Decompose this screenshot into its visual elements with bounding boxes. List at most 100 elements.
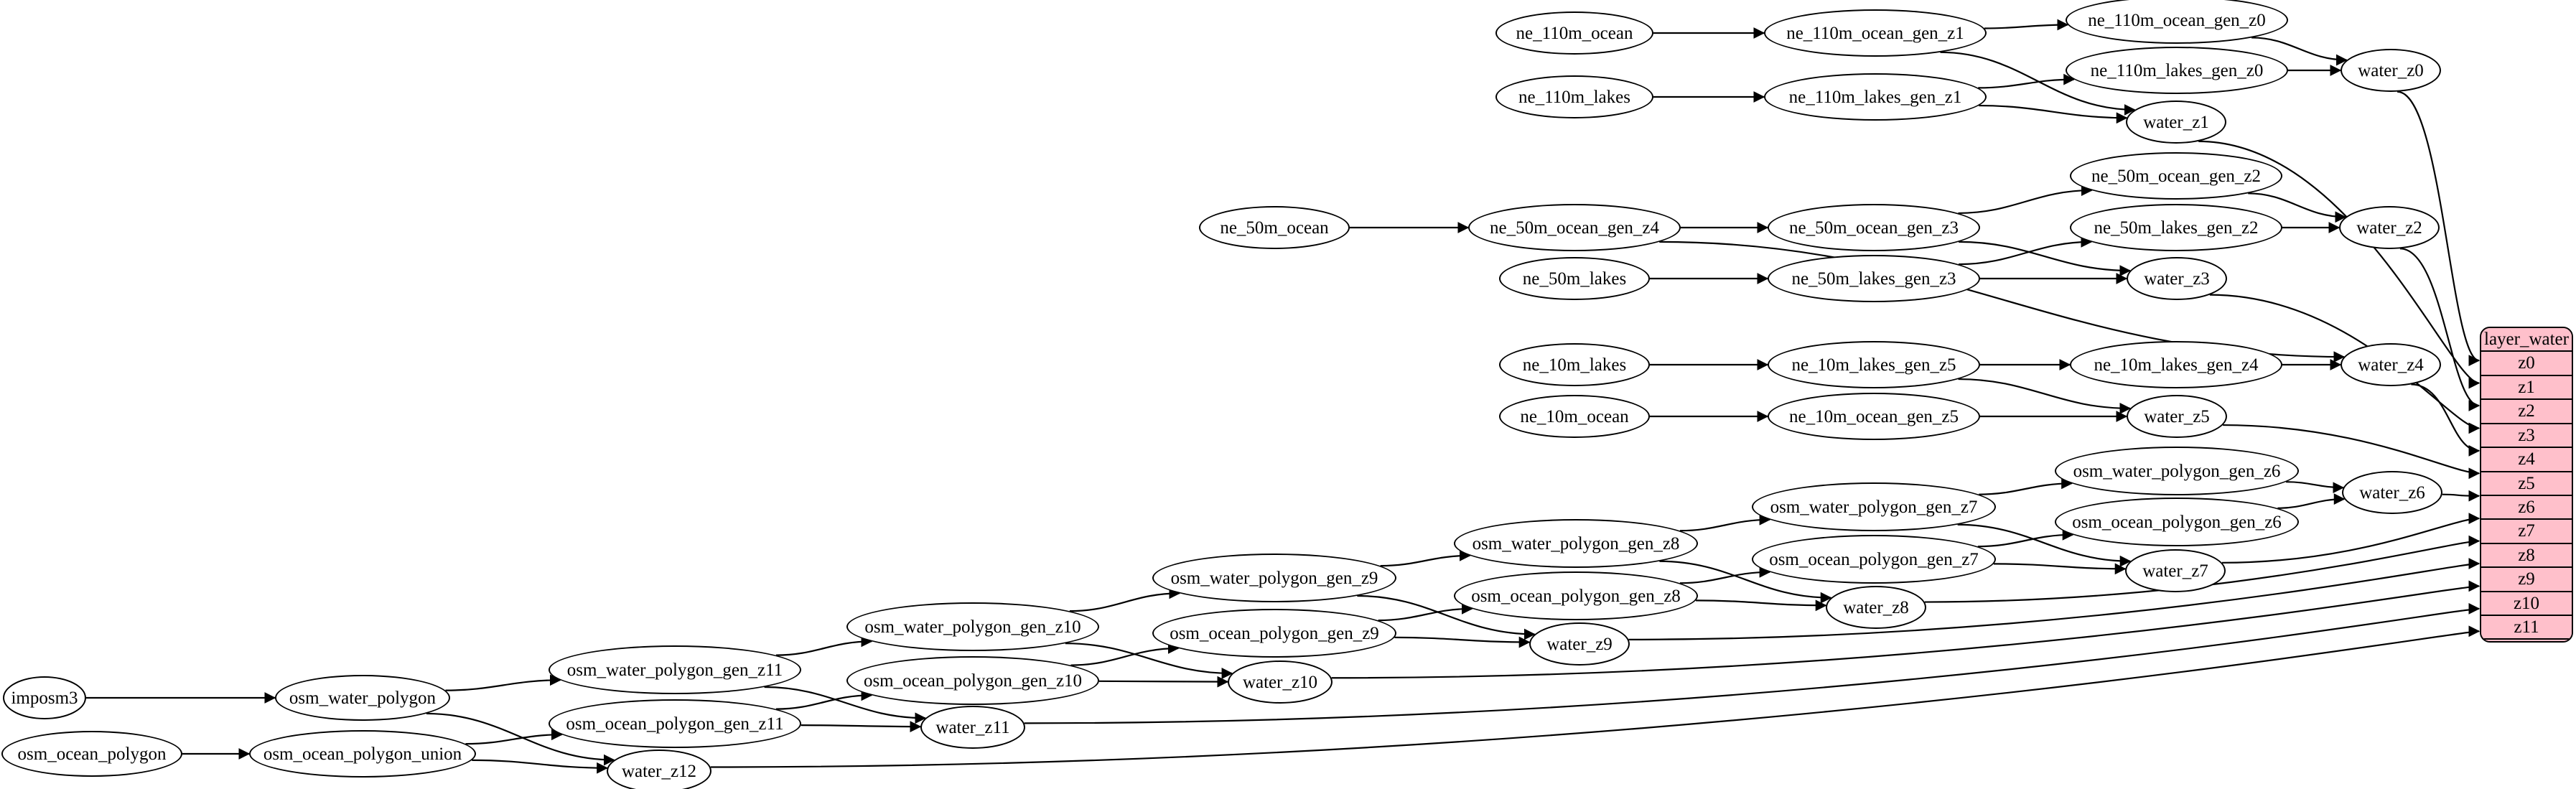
node-label: ne_50m_lakes_gen_z2 [2094,218,2259,238]
node-label: water_z2 [2356,218,2422,238]
edge-osm_ocean_polygon_gen_z10-to-osm_ocean_polygon_gen_z9 [1070,643,1180,666]
edge-osm_ocean_polygon_gen_z8-to-water_z8 [1695,599,1827,612]
node-water_z1[interactable]: water_z1 [2126,101,2226,144]
node-ne_50m_ocean[interactable]: ne_50m_ocean [1199,206,1350,249]
node-label: ne_10m_lakes [1522,355,1627,375]
edge-osm_water_polygon_gen_z11-to-osm_water_polygon_gen_z10 [775,635,873,656]
node-water_z0[interactable]: water_z0 [2341,49,2441,92]
node-ne_10m_ocean[interactable]: ne_10m_ocean [1499,395,1650,438]
node-water_z10[interactable]: water_z10 [1228,660,1333,704]
edge-osm_ocean_polygon_gen_z9-to-water_z9 [1394,636,1531,648]
node-osm_ocean_polygon_gen_z7[interactable]: osm_ocean_polygon_gen_z7 [1752,535,1996,584]
node-label: ne_110m_lakes [1518,87,1630,107]
node-label: water_z8 [1843,597,1909,617]
node-water_z7[interactable]: water_z7 [2125,549,2226,592]
node-water_z3[interactable]: water_z3 [2127,257,2227,300]
layer-table-row-z5[interactable]: z5 [2481,472,2572,496]
node-ne_110m_lakes_gen_z1[interactable]: ne_110m_lakes_gen_z1 [1764,73,1987,121]
node-ne_50m_lakes[interactable]: ne_50m_lakes [1499,257,1650,300]
node-water_z8[interactable]: water_z8 [1826,586,1926,629]
node-label: osm_water_polygon_gen_z10 [864,617,1081,637]
node-osm_ocean_polygon_gen_z9[interactable]: osm_ocean_polygon_gen_z9 [1152,609,1396,658]
node-label: ne_50m_ocean_gen_z4 [1489,218,1660,238]
node-ne_10m_lakes_gen_z4[interactable]: ne_10m_lakes_gen_z4 [2070,341,2282,388]
node-label: ne_110m_lakes_gen_z1 [1788,87,1962,107]
node-label: osm_ocean_polygon_gen_z9 [1170,623,1379,643]
edge-osm_ocean_polygon_gen_z11-to-osm_ocean_polygon_gen_z10 [775,689,873,710]
layer-table-row-z7[interactable]: z7 [2481,520,2572,544]
layer-table-row-z2[interactable]: z2 [2481,400,2572,424]
node-ne_110m_lakes[interactable]: ne_110m_lakes [1495,75,1653,118]
node-ne_50m_lakes_gen_z3[interactable]: ne_50m_lakes_gen_z3 [1768,255,1980,302]
node-label: ne_10m_ocean [1520,406,1629,426]
node-water_z9[interactable]: water_z9 [1529,622,1630,666]
edge-osm_water_polygon_gen_z6-to-water_z6 [2286,481,2345,494]
node-ne_110m_ocean_gen_z1[interactable]: ne_110m_ocean_gen_z1 [1764,9,1987,57]
layer-table-row-z3[interactable]: z3 [2481,424,2572,449]
node-ne_10m_ocean_gen_z5[interactable]: ne_10m_ocean_gen_z5 [1768,393,1980,440]
node-water_z12[interactable]: water_z12 [607,750,711,789]
layer-table-row-z12plus[interactable]: z12+ [2481,640,2572,641]
layer-table-row-z4[interactable]: z4 [2481,448,2572,472]
layer-table-row-z6[interactable]: z6 [2481,495,2572,520]
node-water_z2[interactable]: water_z2 [2339,206,2440,249]
node-osm_water_polygon_gen_z6[interactable]: osm_water_polygon_gen_z6 [2055,447,2299,495]
node-osm_ocean_polygon[interactable]: osm_ocean_polygon [1,731,182,777]
node-label: osm_ocean_polygon_gen_z10 [863,671,1083,691]
node-ne_10m_lakes_gen_z5[interactable]: ne_10m_lakes_gen_z5 [1768,341,1980,388]
node-label: osm_water_polygon_gen_z11 [566,660,783,680]
node-water_z6[interactable]: water_z6 [2342,471,2442,514]
node-osm_ocean_polygon_gen_z11[interactable]: osm_ocean_polygon_gen_z11 [549,699,801,748]
node-label: ne_50m_ocean_gen_z3 [1788,218,1959,238]
node-label: osm_ocean_polygon [17,744,167,764]
node-imposm3[interactable]: imposm3 [3,676,86,719]
node-ne_50m_lakes_gen_z2[interactable]: ne_50m_lakes_gen_z2 [2070,204,2282,251]
layer-table-row-z1[interactable]: z1 [2481,375,2572,401]
edge-osm_ocean_polygon_gen_z10-to-water_z10 [1098,676,1229,688]
node-label: ne_10m_ocean_gen_z5 [1788,406,1959,426]
node-label: water_z3 [2144,269,2210,289]
edge-osm_ocean_polygon_gen_z6-to-water_z6 [2277,493,2346,509]
node-ne_110m_lakes_gen_z0[interactable]: ne_110m_lakes_gen_z0 [2066,47,2288,94]
node-osm_ocean_polygon_gen_z8[interactable]: osm_ocean_polygon_gen_z8 [1454,571,1698,620]
edge-ne_110m_lakes_gen_z1-to-water_z1 [1979,104,2128,124]
node-osm_water_polygon_gen_z7[interactable]: osm_water_polygon_gen_z7 [1752,482,1996,531]
layer-table-row-z10[interactable]: z10 [2481,592,2572,617]
node-water_z11[interactable]: water_z11 [920,706,1025,749]
node-label: water_z6 [2359,482,2425,503]
node-label: water_z5 [2144,406,2210,426]
layer-table-row-z0[interactable]: z0 [2481,352,2572,376]
node-osm_water_polygon_gen_z11[interactable]: osm_water_polygon_gen_z11 [549,645,801,694]
node-ne_110m_ocean_gen_z0[interactable]: ne_110m_ocean_gen_z0 [2066,0,2288,44]
node-ne_50m_ocean_gen_z3[interactable]: ne_50m_ocean_gen_z3 [1768,204,1980,251]
node-osm_water_polygon_gen_z8[interactable]: osm_water_polygon_gen_z8 [1454,519,1698,568]
layer-table-row-z8[interactable]: z8 [2481,543,2572,569]
node-label: ne_50m_lakes_gen_z3 [1791,269,1956,289]
node-osm_water_polygon_gen_z10[interactable]: osm_water_polygon_gen_z10 [846,602,1099,651]
edge-ne_110m_ocean_gen_z1-to-ne_110m_ocean_gen_z0 [1984,19,2069,31]
node-ne_10m_lakes[interactable]: ne_10m_lakes [1499,343,1650,386]
node-label: osm_water_polygon_gen_z9 [1170,568,1378,588]
node-ne_110m_ocean[interactable]: ne_110m_ocean [1495,11,1653,55]
edge-osm_ocean_polygon_gen_z9-to-osm_ocean_polygon_gen_z8 [1378,602,1473,622]
node-ne_50m_ocean_gen_z2[interactable]: ne_50m_ocean_gen_z2 [2070,152,2282,200]
node-label: ne_10m_lakes_gen_z4 [2094,355,2259,375]
edge-ne_110m_lakes_gen_z1-to-ne_110m_lakes_gen_z0 [1978,73,2076,89]
node-label: osm_water_polygon_gen_z8 [1472,533,1680,554]
edge-water_z4-to-layer_water-z4 [2411,383,2481,457]
edge-ne_50m_ocean_gen_z3-to-ne_50m_ocean_gen_z2 [1958,185,2093,215]
node-osm_water_polygon[interactable]: osm_water_polygon [275,675,450,721]
layer-table-row-z11[interactable]: z11 [2481,616,2572,640]
node-water_z4[interactable]: water_z4 [2341,343,2441,386]
node-ne_50m_ocean_gen_z4[interactable]: ne_50m_ocean_gen_z4 [1468,204,1681,251]
layer-table-row-z9[interactable]: z9 [2481,568,2572,592]
node-osm_water_polygon_gen_z9[interactable]: osm_water_polygon_gen_z9 [1152,554,1396,602]
node-osm_ocean_polygon_union[interactable]: osm_ocean_polygon_union [249,730,476,778]
node-water_z5[interactable]: water_z5 [2127,395,2227,438]
node-osm_ocean_polygon_gen_z6[interactable]: osm_ocean_polygon_gen_z6 [2055,498,2299,546]
node-label: ne_10m_lakes_gen_z5 [1791,355,1956,375]
node-label: osm_ocean_polygon_gen_z8 [1471,586,1681,606]
node-osm_ocean_polygon_gen_z10[interactable]: osm_ocean_polygon_gen_z10 [846,656,1099,705]
layer-water-table[interactable]: layer_waterz0z1z2z3z4z5z6z7z8z9z10z11z12… [2480,327,2573,643]
